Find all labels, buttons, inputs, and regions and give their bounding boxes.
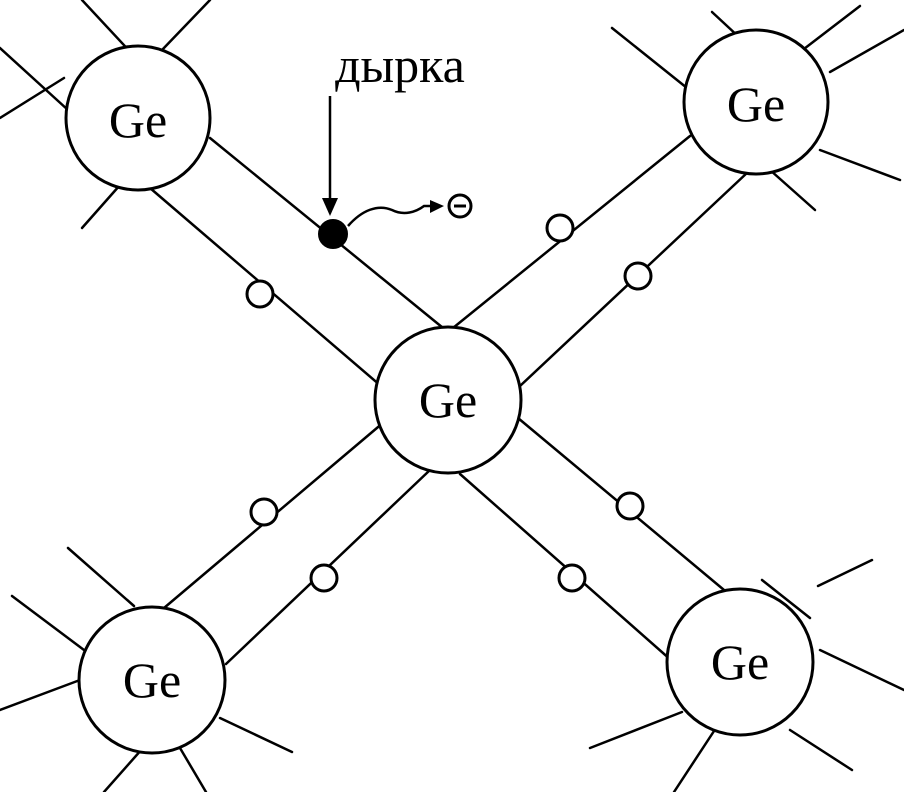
- ge-atom-label: Ge: [419, 372, 477, 428]
- ge-atom-label: Ge: [727, 76, 785, 132]
- bond-electron: [249, 497, 279, 527]
- free-electron-wavy-path: [347, 204, 440, 227]
- ge-atom-bottom-left: Ge: [77, 605, 227, 755]
- bonds-bottom-right-outer: [588, 558, 904, 792]
- bond-electron: [615, 491, 645, 521]
- bond-electron: [557, 563, 587, 593]
- ge-atom-center: Ge: [373, 325, 523, 475]
- hole-pointer-arrowhead: [322, 198, 338, 216]
- ge-atom-bottom-right: Ge: [665, 587, 815, 737]
- bond-electron: [245, 279, 275, 309]
- hole-dot: [318, 219, 348, 249]
- bond-electron: [309, 563, 339, 593]
- hole-annotation: дырка: [318, 37, 465, 249]
- ge-atom-label: Ge: [711, 634, 769, 690]
- ge-atom-top-left: Ge: [64, 44, 212, 192]
- free-electron-arrowhead: [430, 200, 444, 213]
- bonds-bottom-left-outer: [0, 546, 294, 792]
- bonds-top-right-outer: [610, 4, 904, 212]
- ge-atom-top-right: Ge: [682, 28, 830, 176]
- ge-atom-label: Ge: [123, 652, 181, 708]
- ge-atom-label: Ge: [109, 92, 167, 148]
- hole-label: дырка: [335, 37, 465, 93]
- bond-electron: [545, 213, 575, 243]
- bonds-top-left-outer: [0, 0, 212, 230]
- bond-electron: [623, 261, 653, 291]
- free-electron-path: [347, 193, 473, 227]
- bond-electrons: [245, 213, 653, 593]
